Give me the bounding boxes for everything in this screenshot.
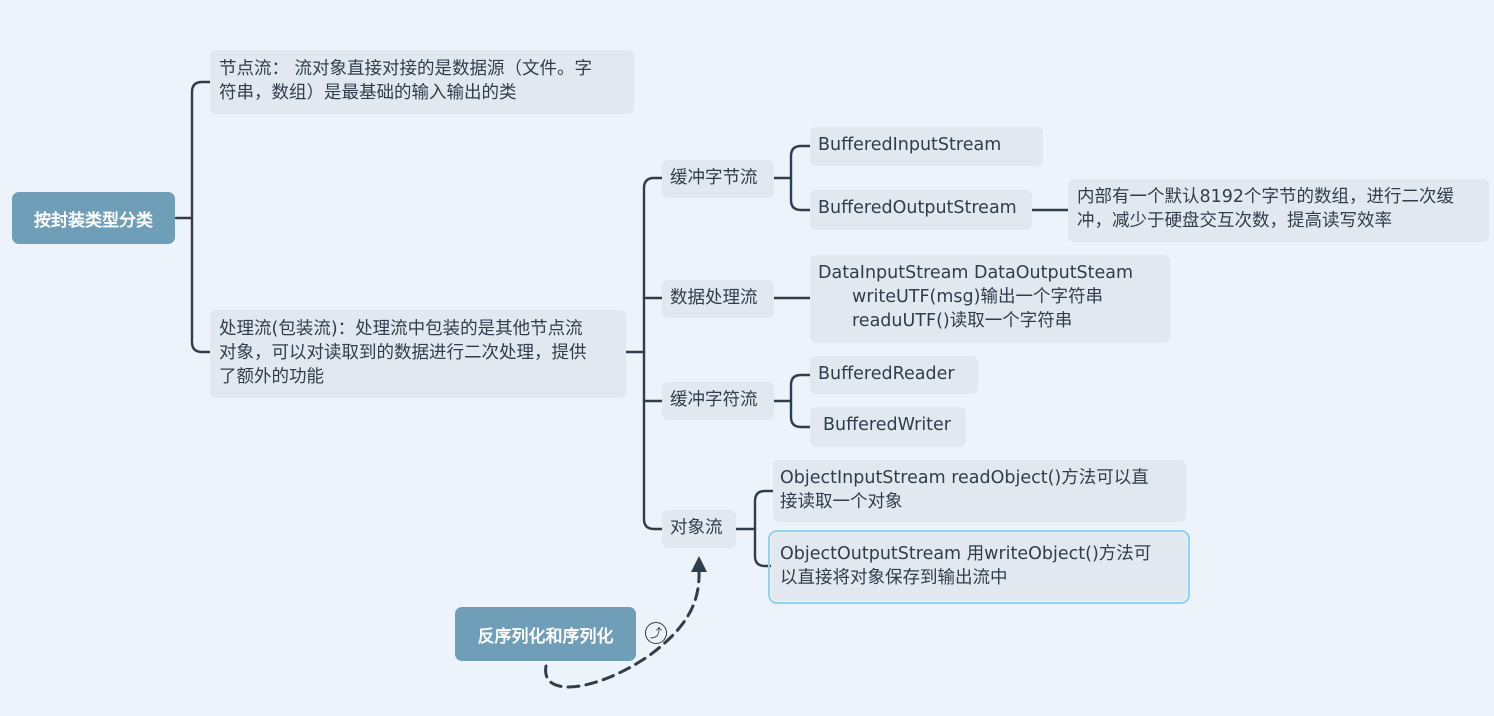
topic-data-processing-stream[interactable]: 数据处理流 xyxy=(662,280,774,318)
topic-buffered-reader[interactable]: BufferedReader xyxy=(810,356,978,394)
topic-object-input-line-2: 接读取一个对象 xyxy=(780,492,903,512)
topic-buffered-writer-label: BufferedWriter xyxy=(823,415,952,435)
topic-buffered-writer[interactable]: BufferedWriter xyxy=(810,407,966,447)
topic-object-output-stream[interactable]: ObjectOutputStream 用writeObject()方法可 以直接… xyxy=(768,530,1190,604)
topic-object-stream-label: 对象流 xyxy=(670,518,723,538)
floating-topic-label: 反序列化和序列化 xyxy=(477,626,614,647)
topic-buffered-reader-label: BufferedReader xyxy=(818,364,955,384)
relationship-link-icon[interactable]: ⤴ xyxy=(645,622,667,644)
topic-buffered-char-stream[interactable]: 缓冲字符流 xyxy=(662,382,774,420)
topic-buffered-output-stream[interactable]: BufferedOutputStream xyxy=(810,190,1032,230)
topic-buffered-input-label: BufferedInputStream xyxy=(818,135,1002,155)
topic-processing-line-2: 对象，可以对读取到的数据进行二次处理，提供 xyxy=(219,343,587,363)
topic-data-line-2: writeUTF(msg)输出一个字符串 xyxy=(852,287,1103,307)
topic-data-line-1: DataInputStream DataOutputSteam xyxy=(818,263,1134,283)
connector-byte-leaves xyxy=(789,144,812,212)
relationship-arrowhead xyxy=(691,556,707,572)
topic-output-note-line-1: 内部有一个默认8192个字节的数组，进行二次缓 xyxy=(1077,187,1455,207)
topic-output-note-line-2: 冲，减少于硬盘交互次数，提高读写效率 xyxy=(1077,211,1392,231)
topic-object-input-stream[interactable]: ObjectInputStream readObject()方法可以直 接读取一… xyxy=(773,460,1186,522)
connector-root-branches xyxy=(190,80,212,354)
topic-buffered-byte-stream[interactable]: 缓冲字节流 xyxy=(662,160,774,198)
relationship-curve xyxy=(544,568,701,689)
topic-object-output-line-1: ObjectOutputStream 用writeObject()方法可 xyxy=(780,544,1152,564)
topic-node-stream[interactable]: 节点流： 流对象直接对接的是数据源（文件。字 符串，数组）是最基础的输入输出的类 xyxy=(210,50,634,114)
topic-data-line-3: readuUTF()读取一个字符串 xyxy=(852,311,1073,331)
topic-processing-line-1: 处理流(包装流)：处理流中包装的是其他节点流 xyxy=(219,319,583,339)
topic-buffered-byte-label: 缓冲字节流 xyxy=(670,168,758,188)
topic-processing-line-3: 了额外的功能 xyxy=(219,367,324,387)
root-topic[interactable]: 按封装类型分类 xyxy=(12,192,175,244)
topic-processing-stream[interactable]: 处理流(包装流)：处理流中包装的是其他节点流 对象，可以对读取到的数据进行二次处… xyxy=(210,310,626,398)
topic-buffered-char-label: 缓冲字符流 xyxy=(670,390,758,410)
topic-node-stream-line-1: 节点流： 流对象直接对接的是数据源（文件。字 xyxy=(219,59,593,79)
topic-node-stream-line-2: 符串，数组）是最基础的输入输出的类 xyxy=(219,83,517,103)
root-topic-label: 按封装类型分类 xyxy=(34,210,153,231)
topic-buffered-output-note[interactable]: 内部有一个默认8192个字节的数组，进行二次缓 冲，减少于硬盘交互次数，提高读写… xyxy=(1068,179,1489,242)
topic-buffered-output-label: BufferedOutputStream xyxy=(818,198,1017,218)
connector-char-leaves xyxy=(789,373,812,429)
topic-object-stream[interactable]: 对象流 xyxy=(662,510,736,548)
topic-buffered-input-stream[interactable]: BufferedInputStream xyxy=(810,127,1043,166)
topic-data-streams[interactable]: DataInputStream DataOutputSteam writeUTF… xyxy=(810,255,1170,343)
floating-topic-serialization[interactable]: 反序列化和序列化 xyxy=(455,607,636,661)
topic-object-output-line-2: 以直接将对象保存到输出流中 xyxy=(780,568,1008,588)
topic-object-input-line-1: ObjectInputStream readObject()方法可以直 xyxy=(780,468,1149,488)
topic-data-processing-label: 数据处理流 xyxy=(670,288,758,308)
connector-processing-categories xyxy=(642,176,664,531)
connector-object-leaves xyxy=(753,489,775,568)
